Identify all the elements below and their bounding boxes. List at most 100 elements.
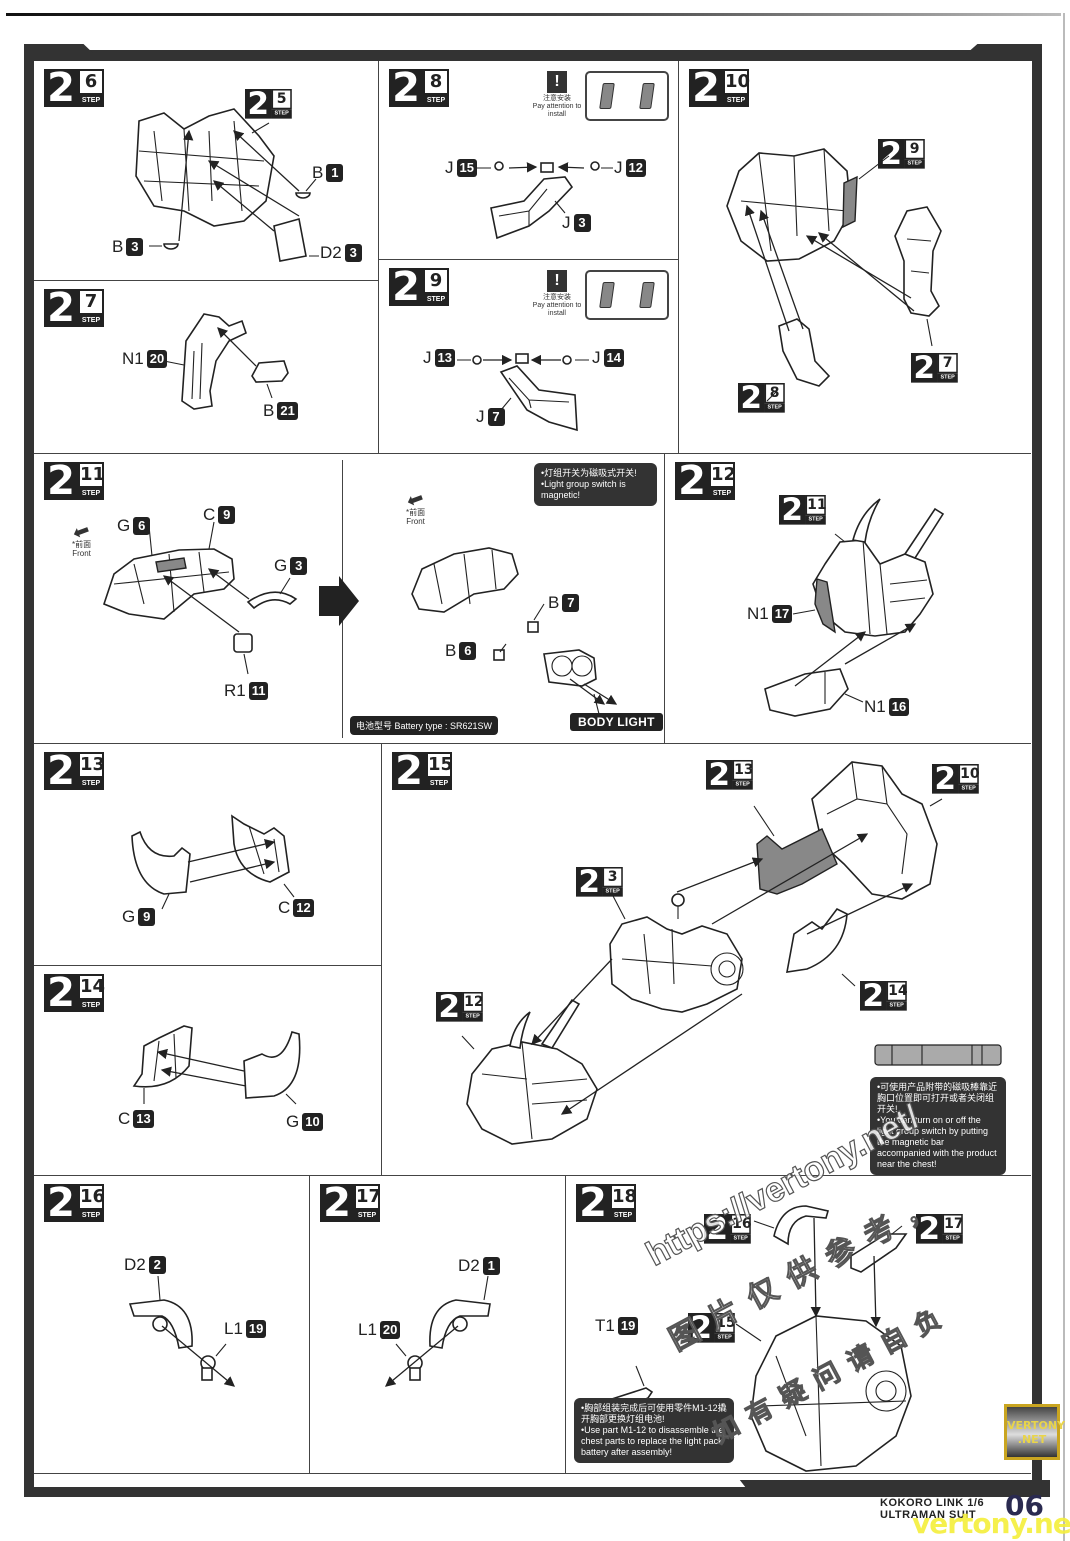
page-number: 06	[1005, 1489, 1044, 1522]
collar-parts-illustration	[131, 814, 295, 910]
magnetic-bar-note: •可使用产品附带的磁吸棒靠近胸口位置即可打开或者关闭组开关! •You can …	[870, 1077, 1006, 1175]
chest-front-illustration	[764, 498, 945, 717]
frame-foot	[720, 1480, 1050, 1497]
shoulder-joint-illustration	[128, 1275, 235, 1387]
orientation-hint	[585, 71, 669, 121]
top-rule	[6, 13, 1061, 16]
chest-shell-illustration	[135, 108, 319, 262]
battery-type-label: 电池型号 Battery type : SR621SW	[350, 716, 499, 735]
shoulder-plate-illustration	[457, 353, 589, 432]
vertony-logo: VERTONY .NET	[1004, 1404, 1065, 1460]
collar-parts-illustration	[132, 1025, 301, 1105]
frame-notch	[966, 44, 1042, 54]
orientation-hint	[585, 270, 669, 320]
exclamation-icon: !	[547, 71, 567, 93]
torso-exploded-illustration	[461, 761, 1002, 1145]
chest-assembly-illustration	[726, 148, 942, 402]
arm-part-illustration	[163, 313, 289, 410]
chest-core-illustration	[103, 521, 618, 715]
page-frame	[24, 50, 1042, 1497]
body-light-label: BODY LIGHT	[570, 713, 663, 731]
magnetic-switch-note: •灯组开关为磁吸式开关! •Light group switch is magn…	[534, 463, 657, 506]
shoulder-joint-illustration	[385, 1275, 491, 1387]
right-rule	[1063, 13, 1065, 1541]
caution-notice: ! 注意安装 Pay attention to install	[532, 270, 582, 317]
frame-notch	[24, 44, 94, 54]
battery-replace-note: •胸部组装完成后可使用零件M1-12撬开胸部更换灯组电池! •Use part …	[574, 1398, 734, 1463]
product-footer: KOKORO LINK 1/6 ULTRAMAN SUIT	[880, 1497, 985, 1521]
caution-notice: ! 注意安装 Pay attention to install	[532, 71, 582, 118]
shoulder-plate-illustration	[477, 161, 613, 240]
exclamation-icon: !	[547, 270, 567, 292]
watermark-footer: vertony.net	[912, 1507, 1070, 1540]
